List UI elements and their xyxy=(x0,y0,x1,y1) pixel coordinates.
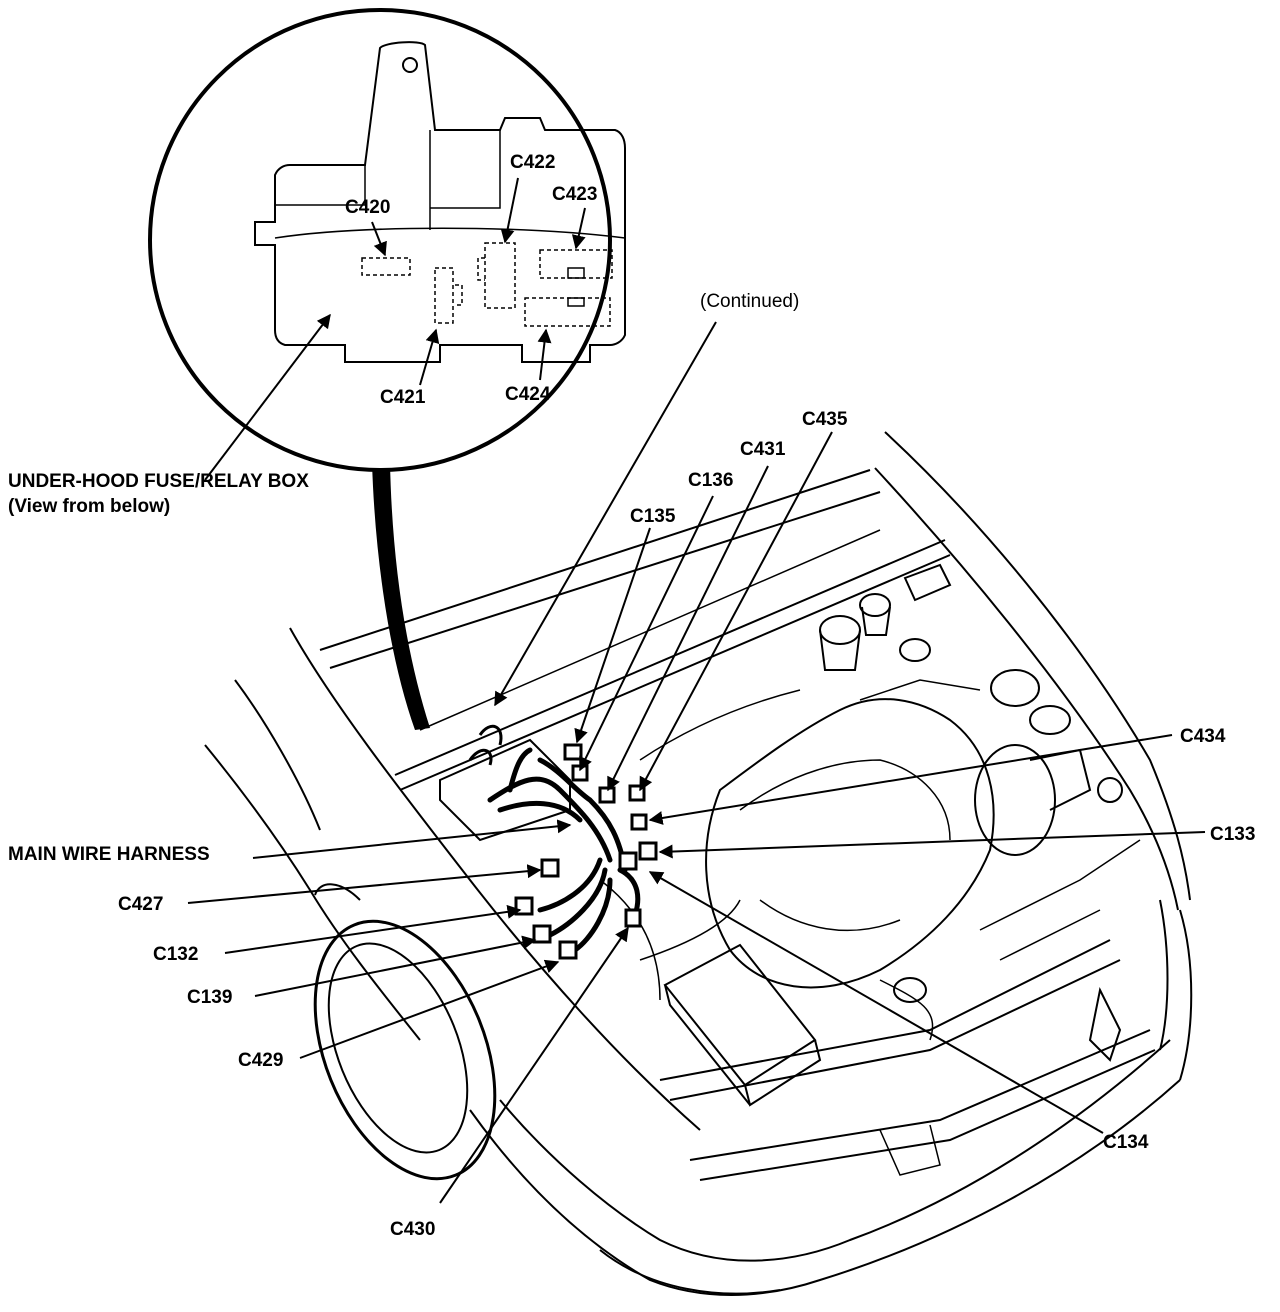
connector-label-c434: C434 xyxy=(1180,726,1226,747)
connector-c132-body xyxy=(514,896,534,916)
connector-c429-body xyxy=(558,940,578,960)
connector-label-c430: C430 xyxy=(390,1219,435,1240)
connector-label-c427: C427 xyxy=(118,894,163,915)
main-wire-harness-drawing xyxy=(468,724,641,953)
connector-c431-body xyxy=(598,786,616,804)
fuse-box-subtitle: (View from below) xyxy=(8,496,170,517)
connector-label-c423: C423 xyxy=(552,184,597,205)
connector-label-c132: C132 xyxy=(153,944,198,965)
main-wire-harness-label: MAIN WIRE HARNESS xyxy=(8,844,210,865)
connector-c434-body xyxy=(630,813,648,831)
connector-c133-body xyxy=(638,841,658,861)
connector-label-c424: C424 xyxy=(505,384,551,405)
connector-label-c135: C135 xyxy=(630,506,676,527)
connector-c427-body xyxy=(540,858,560,878)
connector-c134-body xyxy=(618,851,638,871)
connector-c139-body xyxy=(532,924,552,944)
connector-c430-body xyxy=(624,908,642,928)
connector-label-c435: C435 xyxy=(802,409,848,430)
connector-label-c429: C429 xyxy=(238,1050,283,1071)
fuse-box-title: UNDER-HOOD FUSE/RELAY BOX xyxy=(8,471,309,492)
connector-label-c422: C422 xyxy=(510,152,555,173)
continued-label: (Continued) xyxy=(700,291,799,312)
connector-c135-body xyxy=(563,743,583,761)
connector-label-c420: C420 xyxy=(345,197,390,218)
connector-label-c134: C134 xyxy=(1103,1132,1149,1153)
car-body-drawing xyxy=(204,431,1193,1296)
leader-lines xyxy=(187,321,1206,1204)
connector-label-c421: C421 xyxy=(380,387,426,408)
connector-label-c133: C133 xyxy=(1210,824,1255,845)
connector-label-c431: C431 xyxy=(740,439,786,460)
fuse-box-inset: C420 C421 C422 C423 C424 xyxy=(148,8,626,730)
connector-label-c136: C136 xyxy=(688,470,733,491)
connector-label-c139: C139 xyxy=(187,987,232,1008)
